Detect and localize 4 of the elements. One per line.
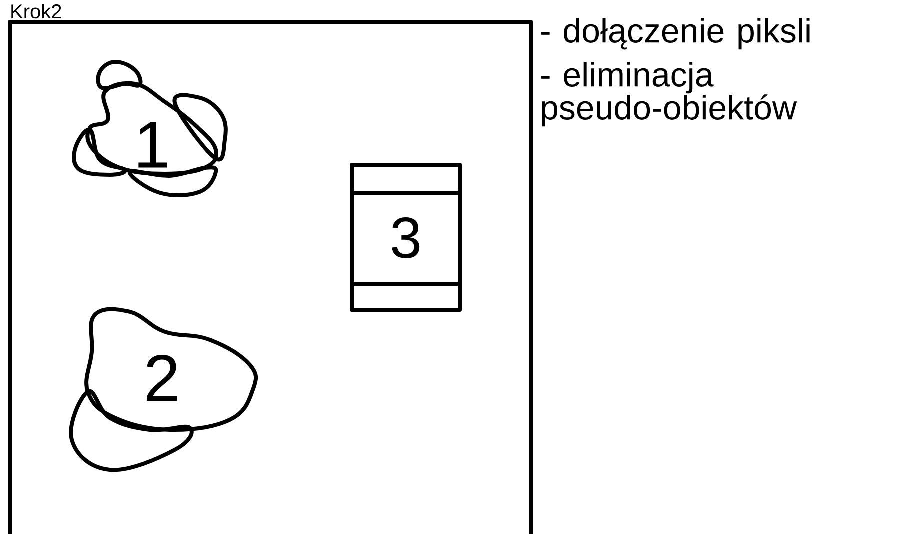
list-item: - eliminacja pseudo-obiektów: [542, 62, 798, 127]
list-item: - dołączenie piksli: [542, 18, 810, 50]
title: Krok2: [12, 4, 62, 19]
frame: [8, 20, 533, 534]
